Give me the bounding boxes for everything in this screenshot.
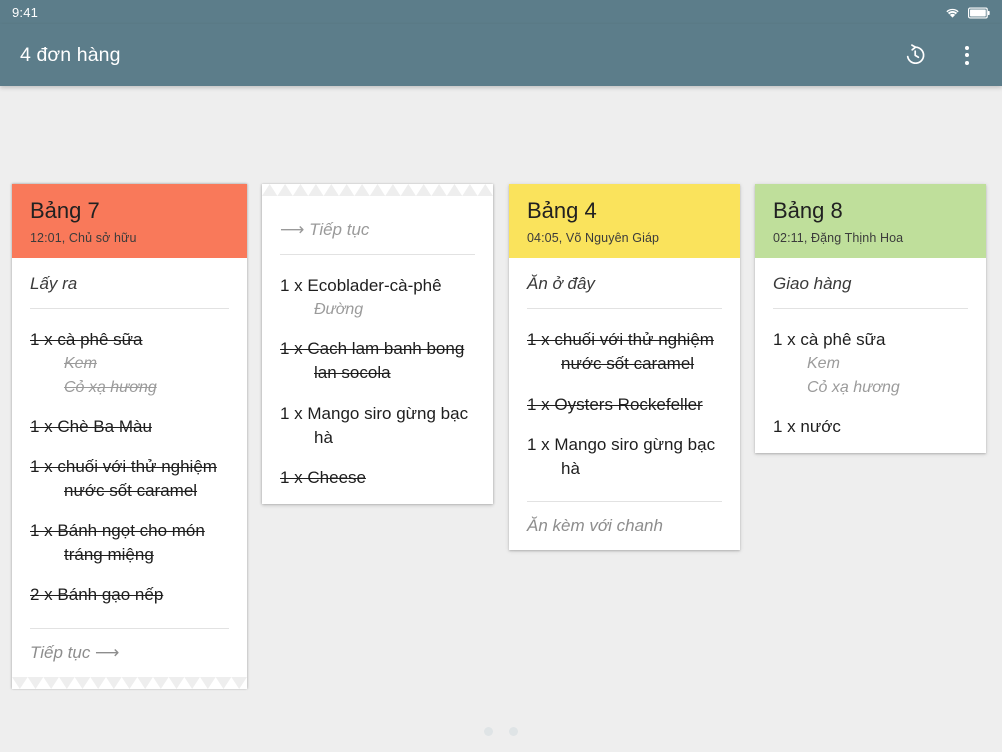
order-item[interactable]: 1 x Oysters Rockefeller <box>527 393 722 417</box>
order-item-label: 1 x Mango siro gừng bạc hà <box>527 434 716 478</box>
footer-divider <box>30 627 229 629</box>
app-bar-title: 4 đơn hàng <box>20 43 121 66</box>
torn-edge-bottom <box>12 676 247 689</box>
divider <box>773 308 968 310</box>
divider <box>280 254 475 255</box>
order-item-modifiers: Kem Cỏ xạ hương <box>30 352 229 398</box>
order-item-modifier: Cỏ xạ hương <box>807 378 900 396</box>
order-destination: Giao hàng <box>773 274 852 294</box>
order-item-label: 1 x Bánh ngọt cho món tráng miệng <box>30 521 205 565</box>
torn-edge-top <box>262 184 493 196</box>
order-item[interactable]: 1 x Cach lam banh bong lan socola <box>280 337 475 385</box>
order-item-label: 1 x Chè Ba Màu <box>30 416 152 436</box>
app-bar: 4 đơn hàng <box>0 24 1002 86</box>
order-card-title: Bảng 8 <box>773 198 843 223</box>
order-items-list: 1 x chuối với thử nghiệm nước sốt carame… <box>527 309 722 481</box>
order-item[interactable]: 1 x Mango siro gừng bạc hà <box>280 402 475 450</box>
history-restore-icon[interactable] <box>898 38 932 72</box>
order-item-modifier: Kem <box>807 355 840 373</box>
order-item[interactable]: 1 x chuối với thử nghiệm nước sốt carame… <box>30 455 229 503</box>
order-item-label: 1 x cà phê sữa <box>773 330 886 350</box>
order-item-label: 1 x cà phê sữa <box>30 330 143 350</box>
divider <box>30 308 229 310</box>
order-item-label: 1 x chuối với thử nghiệm nước sốt carame… <box>527 330 714 374</box>
order-item-label: 1 x Cach lam banh bong lan socola <box>280 339 465 383</box>
order-item-modifiers: Đường <box>280 298 475 321</box>
order-card-header: Bảng 8 02:11, Đặng Thịnh Hoa <box>755 184 986 259</box>
order-item[interactable]: 1 x Mango siro gừng bạc hà <box>527 433 722 481</box>
order-card-subtitle: 02:11, Đặng Thịnh Hoa <box>773 231 904 246</box>
order-item[interactable]: 1 x Bánh ngọt cho món tráng miệng <box>30 519 229 567</box>
order-destination: Ăn ở đây <box>527 274 595 294</box>
status-bar: 9:41 <box>0 0 1002 24</box>
order-item-label: 1 x Ecoblader-cà-phê <box>280 276 442 295</box>
order-item-label: 1 x Mango siro gừng bạc hà <box>280 403 469 447</box>
order-card-subtitle: 04:05, Võ Nguyên Giáp <box>527 231 660 246</box>
order-item-label: 1 x chuối với thử nghiệm nước sốt carame… <box>30 456 217 501</box>
order-item[interactable]: 1 x Cheese <box>280 466 475 490</box>
order-item-modifiers: Kem Cỏ xạ hương <box>773 352 968 398</box>
order-footer-note: Tiếp tục ⟶ <box>30 642 120 662</box>
order-item-label: 2 x Bánh gạo nếp <box>30 585 164 605</box>
order-card-title: Bảng 4 <box>527 198 597 223</box>
order-card[interactable]: Bảng 4 04:05, Võ Nguyên Giáp Ăn ở đây 1 x c… <box>509 184 740 550</box>
order-item[interactable]: 1 x nước <box>773 415 968 439</box>
divider <box>527 308 722 310</box>
order-card-subtitle: 12:01, Chủ sở hữu <box>30 231 137 246</box>
app-bar-actions <box>898 38 984 72</box>
wifi-icon <box>944 6 961 20</box>
order-item-label: 1 x Oysters Rockefeller <box>527 394 703 414</box>
order-item[interactable]: 1 x chuối với thử nghiệm nước sốt carame… <box>527 328 722 376</box>
order-card-header: Bảng 4 04:05, Võ Nguyên Giáp <box>509 184 740 259</box>
order-item[interactable]: 1 x Chè Ba Màu <box>30 415 229 439</box>
page-dot[interactable] <box>509 727 518 736</box>
continuation-header: ⟶ Tiếp tục <box>280 220 370 239</box>
footer-divider <box>527 500 722 502</box>
order-destination: Lấy ra <box>30 274 78 294</box>
more-vertical-icon[interactable] <box>950 38 984 72</box>
page-dot[interactable] <box>484 727 493 736</box>
order-card-header: Bảng 7 12:01, Chủ sở hữu <box>12 184 247 259</box>
status-indicators <box>944 6 990 20</box>
order-card-body: Ăn ở đây 1 x chuối với thử nghiệm nước số… <box>509 258 740 550</box>
order-item-modifier: Đường <box>314 301 364 319</box>
kebab-dots <box>965 45 969 65</box>
order-item-label: 1 x Cheese <box>280 467 366 487</box>
status-clock: 9:41 <box>12 4 39 20</box>
order-item[interactable]: 2 x Bánh gạo nếp <box>30 583 229 607</box>
order-item-modifier: Kem <box>64 355 97 373</box>
order-item-modifier: Cỏ xạ hương <box>64 378 157 396</box>
order-card-title: Bảng 7 <box>30 198 100 223</box>
battery-icon <box>967 6 990 19</box>
pagination-dots[interactable] <box>0 727 1002 736</box>
order-footer-note: Ăn kèm với chanh <box>527 515 663 535</box>
order-item-label: 1 x nước <box>773 416 841 436</box>
